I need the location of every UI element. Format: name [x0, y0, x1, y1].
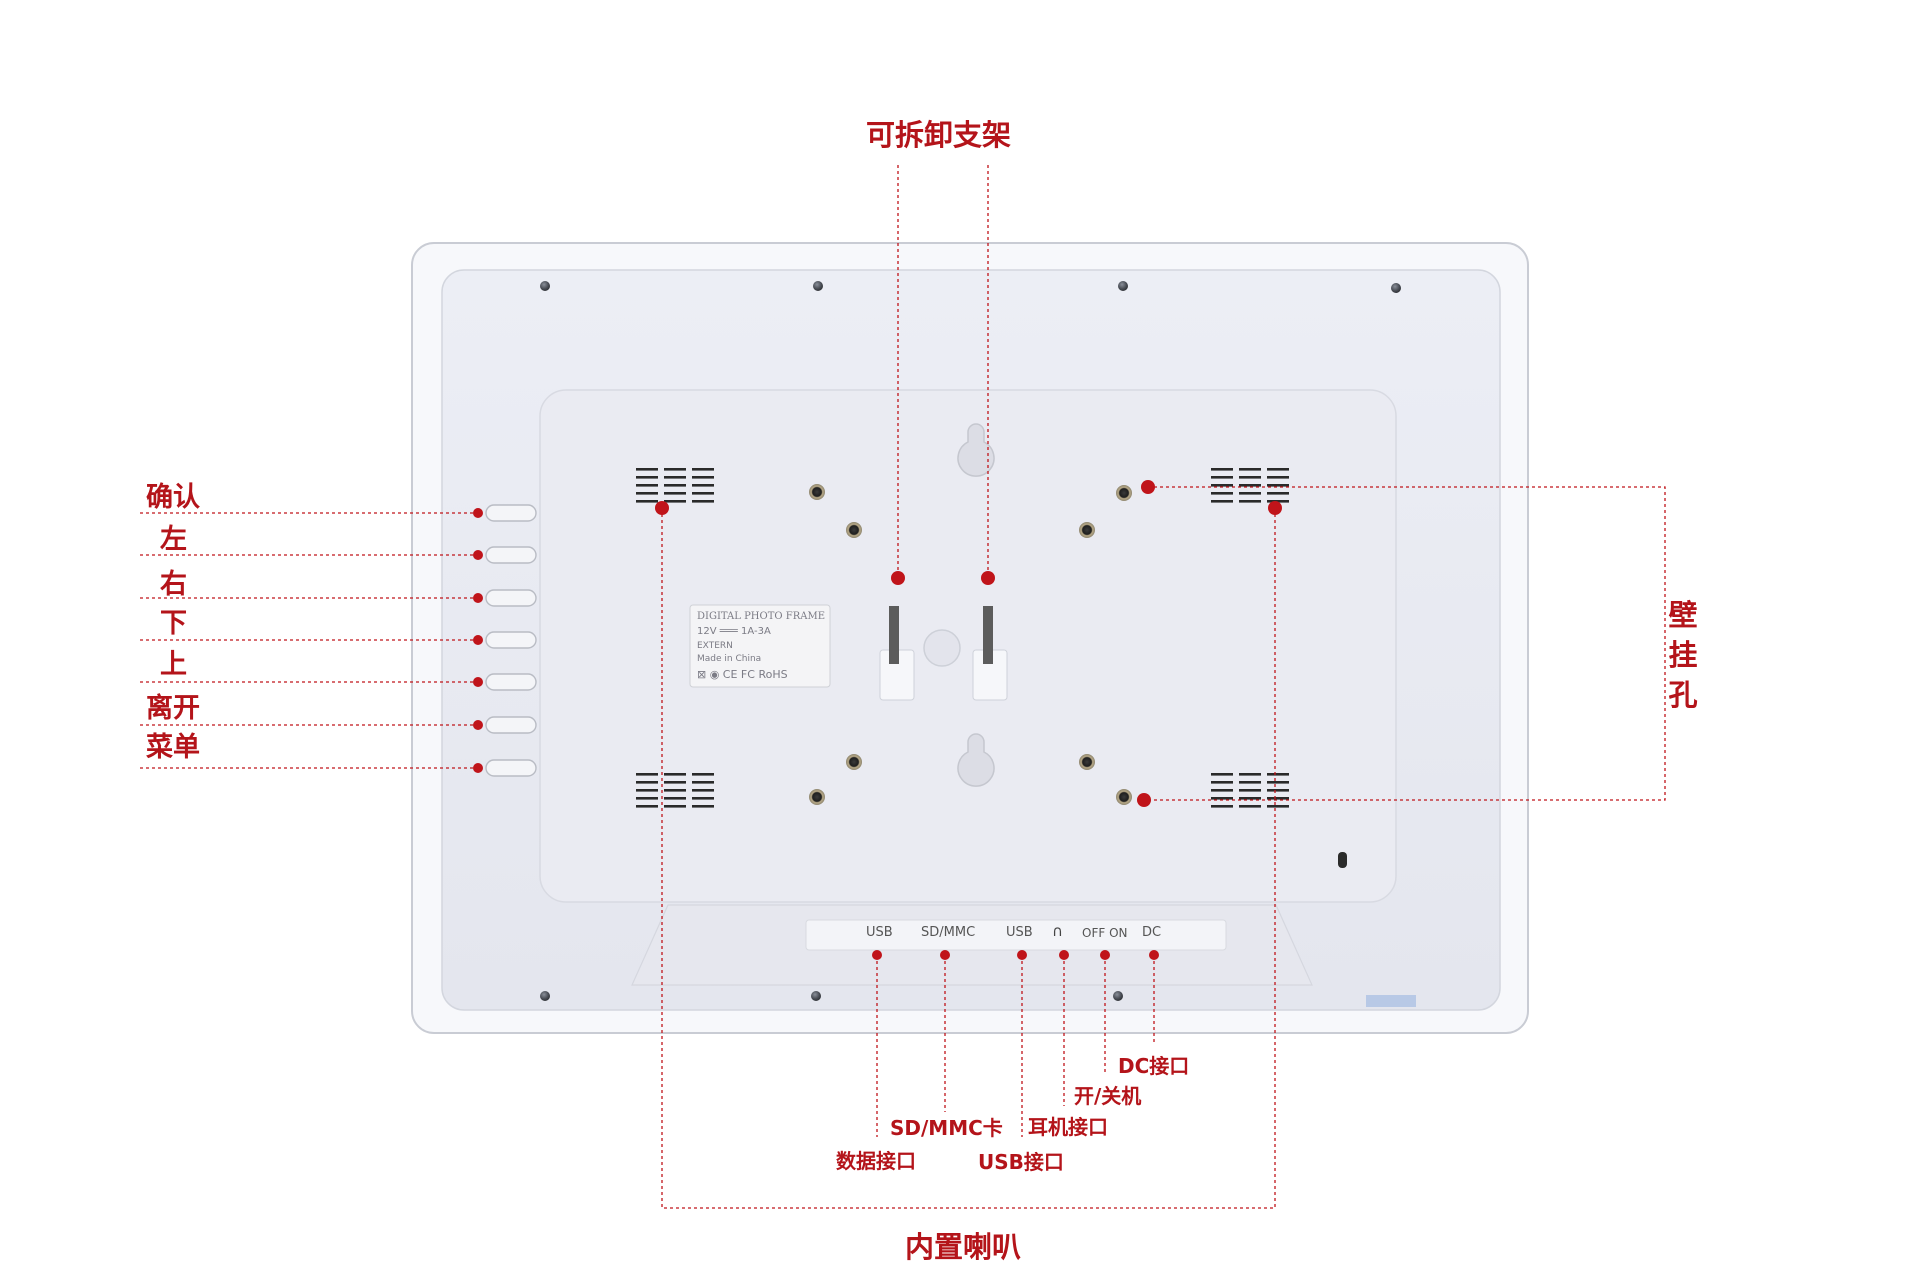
side-button: [485, 589, 537, 607]
nameplate-line3: EXTERN: [697, 641, 733, 651]
callout-dot: [1100, 950, 1110, 960]
callout-dot: [473, 508, 483, 518]
callout-dot: [473, 635, 483, 645]
callout-dot: [981, 571, 995, 585]
button-label-left: 左: [160, 524, 187, 555]
serial-sticker: [1366, 995, 1416, 1007]
callout-dot: [473, 593, 483, 603]
headphone-icon: ∩: [1052, 922, 1063, 940]
speaker-label: 内置喇叭: [905, 1230, 1022, 1264]
callout-dot: [473, 550, 483, 560]
port-off-on: OFF ON: [1082, 926, 1128, 940]
stand-slots: [879, 606, 1008, 701]
callout-dot: [473, 763, 483, 773]
callout-dot: [473, 677, 483, 687]
speaker-grill: [1211, 773, 1289, 808]
side-button: [485, 631, 537, 649]
nameplate-marks: ⊠ ◉ CE FC RoHS: [697, 668, 788, 681]
button-label-up: 上: [160, 649, 187, 680]
callout-earphone: 耳机接口: [1028, 1115, 1108, 1139]
side-button: [485, 546, 537, 564]
shell-screws: [540, 281, 1401, 1001]
button-label-right: 右: [160, 569, 187, 600]
button-label-confirm: 确认: [146, 482, 200, 513]
inner-panel: [539, 389, 1397, 903]
callout-dc: DC接口: [1118, 1054, 1190, 1078]
wall-hole-label: 壁挂孔: [1668, 598, 1698, 712]
callout-dot: [1141, 480, 1155, 494]
keyhole-slots: [957, 423, 995, 787]
port-usb-2: USB: [1006, 925, 1033, 940]
callout-usb: USB接口: [978, 1150, 1064, 1174]
speaker-grill: [636, 468, 714, 503]
callout-dot: [1149, 950, 1159, 960]
callout-sd: SD/MMC卡: [890, 1116, 1003, 1140]
side-buttons: [485, 504, 537, 777]
callout-dot: [1059, 950, 1069, 960]
speaker-grill: [1211, 468, 1289, 503]
nameplate-line4: Made in China: [697, 654, 762, 664]
nameplate: [689, 604, 831, 688]
callout-dot: [473, 720, 483, 730]
button-label-down: 下: [160, 608, 187, 639]
side-button: [485, 759, 537, 777]
speaker-grill: [636, 773, 714, 808]
callout-data: 数据接口: [836, 1149, 916, 1173]
port-usb-1: USB: [866, 925, 893, 940]
nameplate-line2: 12V ═══ 1A-3A: [697, 626, 771, 637]
callout-dots: [473, 480, 1282, 960]
callout-dot: [655, 501, 669, 515]
callout-dot: [1268, 501, 1282, 515]
stand-label: 可拆卸支架: [866, 118, 1012, 152]
side-button: [485, 504, 537, 522]
callout-dot: [891, 571, 905, 585]
callout-dot: [1137, 793, 1151, 807]
nameplate-line1: DIGITAL PHOTO FRAME: [697, 611, 825, 622]
callout-lines: [140, 165, 1666, 1209]
side-button: [485, 673, 537, 691]
callout-dot: [872, 950, 882, 960]
callout-dot: [1017, 950, 1027, 960]
port-dc: DC: [1142, 925, 1162, 940]
port-sdmmc: SD/MMC: [921, 925, 976, 940]
button-label-menu: 菜单: [146, 732, 200, 763]
lock-slot: [1338, 852, 1347, 868]
button-label-exit: 离开: [146, 693, 200, 724]
side-button: [485, 716, 537, 734]
mount-holes: [809, 484, 1132, 805]
port-strip: [805, 919, 1227, 951]
speaker-grills: [636, 468, 1289, 808]
callout-power: 开/关机: [1074, 1084, 1142, 1108]
callout-dot: [940, 950, 950, 960]
